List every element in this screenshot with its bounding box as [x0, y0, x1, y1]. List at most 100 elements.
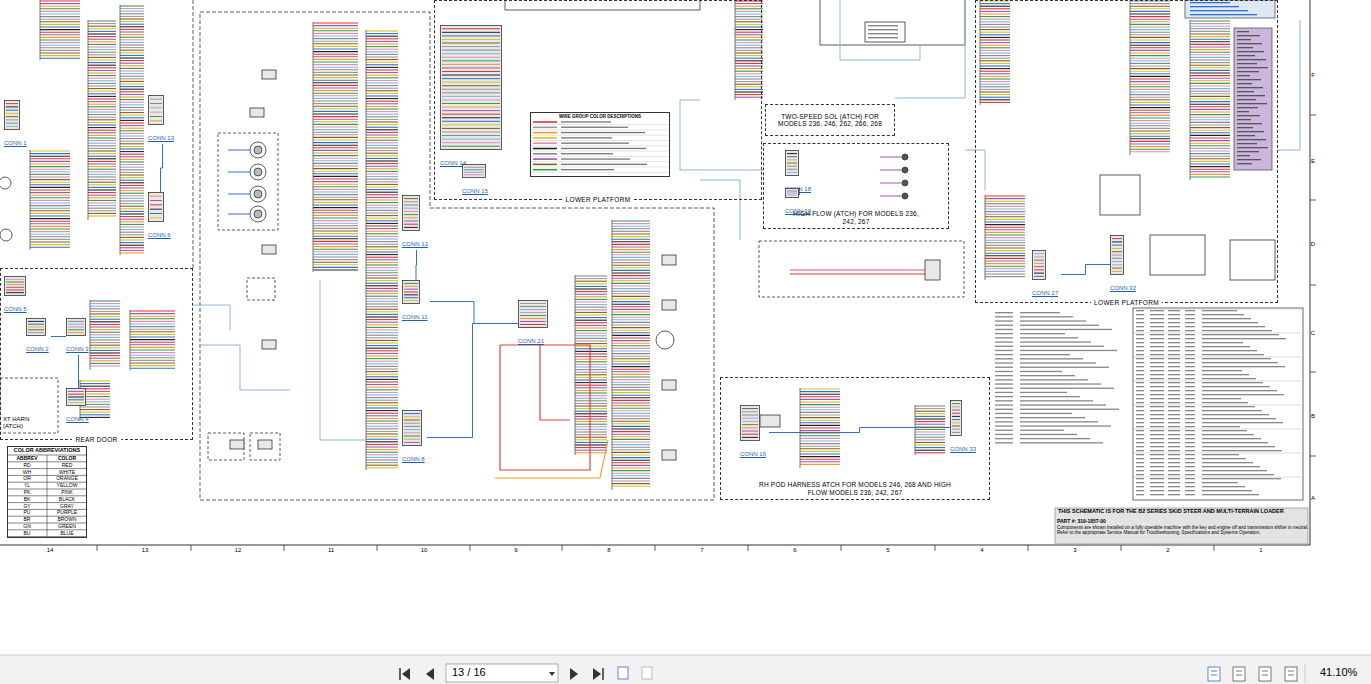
wire: [575, 400, 607, 401]
wire: [612, 236, 650, 237]
wire: [985, 201, 1025, 202]
wire: [980, 37, 1010, 38]
wire: [612, 366, 650, 367]
fine-print: [1136, 346, 1144, 347]
fine-print: [995, 392, 1013, 393]
wire: [1130, 63, 1170, 64]
bundle-trunk: [980, 0, 981, 105]
connector: CONN 8: [402, 410, 427, 465]
fine-print: [1168, 442, 1180, 443]
wire: [88, 109, 116, 110]
fine-print: [1150, 366, 1164, 367]
connector-pin: [6, 290, 24, 291]
fine-print: [1136, 494, 1144, 495]
wire: [366, 249, 398, 250]
wire: [90, 332, 120, 333]
wire: [366, 420, 398, 421]
fine-print: [1185, 418, 1195, 419]
fine-print: [995, 316, 1013, 317]
zone-letter: D: [1311, 241, 1315, 247]
connector-pin: [742, 411, 758, 412]
wire: [366, 236, 398, 237]
wire: [40, 19, 80, 20]
fine-print: [1185, 382, 1195, 383]
fine-print: [1185, 330, 1195, 331]
fine-print: [995, 383, 1013, 384]
wire: [612, 322, 650, 323]
wire: [575, 333, 607, 334]
fine-print: [1020, 316, 1073, 317]
legend-line-sample: [533, 121, 557, 123]
wire: [575, 361, 607, 362]
wire: [366, 345, 398, 346]
fine-print: [1185, 474, 1195, 475]
wire: [120, 52, 144, 53]
connector-pin: [442, 28, 500, 29]
wire: [313, 87, 358, 88]
connector-pin: [442, 110, 500, 111]
fine-print: [1020, 350, 1117, 351]
connector-pin: [464, 169, 484, 170]
connector-label: CONN 32: [1110, 285, 1136, 292]
wire: [90, 345, 120, 346]
fine-print: [1168, 366, 1180, 367]
fine-print: [1150, 482, 1164, 483]
wire: [575, 444, 607, 445]
table-cell: PU: [24, 510, 31, 515]
wire: [313, 160, 358, 161]
wire: [985, 206, 1025, 207]
wire: [30, 174, 70, 175]
wire: [612, 428, 650, 429]
wire: [800, 394, 840, 395]
wire: [313, 33, 358, 34]
table-cell: ABBREV: [16, 456, 37, 461]
connector: CONN 27: [1032, 250, 1061, 299]
wire: [366, 405, 398, 406]
fine-print: [1020, 392, 1067, 393]
wire: [313, 103, 358, 104]
connector-symbol: [26, 318, 46, 336]
fine-print: [995, 354, 1013, 355]
wire: [313, 126, 358, 127]
wire: [1190, 62, 1230, 63]
wire: [1130, 99, 1170, 100]
wire: [1190, 150, 1230, 151]
connector-label: CONN 4: [66, 416, 89, 423]
connector-pin: [404, 300, 418, 301]
wire: [985, 255, 1025, 256]
wire: [1190, 161, 1230, 162]
component-symbol: [662, 255, 676, 265]
wire: [120, 172, 144, 173]
wire: [40, 55, 80, 56]
wire: [313, 80, 358, 81]
connector-pin: [442, 124, 500, 125]
wire: [612, 467, 650, 468]
wire: [575, 346, 607, 347]
wire: [313, 108, 358, 109]
wire: [88, 143, 116, 144]
wire: [612, 324, 650, 325]
wire: [366, 166, 398, 167]
wire: [1190, 70, 1230, 71]
connector-body: [403, 411, 422, 446]
label-wrap: BLACK: [59, 497, 75, 502]
fine-print: [1237, 51, 1264, 52]
zone-tick: [1028, 545, 1029, 551]
fine-print: [995, 388, 1013, 389]
wire: [1130, 24, 1170, 25]
fine-print: [1020, 325, 1099, 326]
wire: [612, 410, 650, 411]
connector-label: CONN 27: [1032, 290, 1058, 297]
fine-print: [1237, 67, 1268, 68]
wire: [366, 340, 398, 341]
wire: [575, 387, 607, 388]
connector-pin: [150, 107, 162, 108]
wire: [366, 189, 398, 190]
connector-pin: [1034, 273, 1044, 274]
wire: [1130, 149, 1170, 150]
connector-pin: [742, 415, 758, 416]
connector: CONN 19: [785, 188, 814, 217]
wire: [313, 64, 358, 65]
wire: [80, 380, 110, 381]
